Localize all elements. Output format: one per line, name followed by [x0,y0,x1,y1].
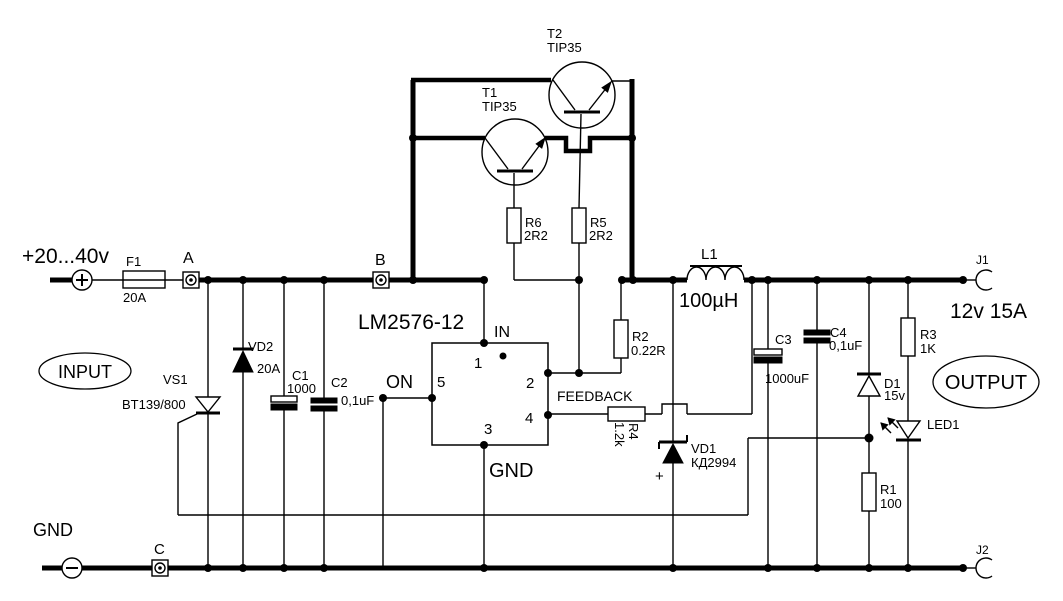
c4-value: 0,1uF [829,338,862,353]
t1-value: TIP35 [482,99,517,114]
j1-ref: J1 [976,253,989,267]
resistor-r3 [900,317,916,357]
connector-j1 [975,269,993,291]
node-a-label: A [183,250,194,267]
capacitor-c1 [270,395,298,411]
r6-ref: R6 [525,215,542,230]
vd1-ref: VD1 [691,441,716,456]
ic-name-label: LM2576-12 [358,311,464,334]
l1-value: 100µH [679,290,738,312]
j2-ref: J2 [976,543,989,557]
gnd-minus-terminal [61,557,83,579]
r2-value: 0.22R [631,343,666,358]
junction-dots [204,134,967,572]
node-b-marker [372,271,390,289]
c4-ref: C4 [830,325,847,340]
input-plus-terminal [71,269,93,291]
t1-emitter-jog [545,135,630,154]
fuse-f1 [122,270,166,289]
capacitor-c3 [753,348,783,364]
vd2-ref: VD2 [248,339,273,354]
c3-ref: C3 [775,332,792,347]
vs1-ref: VS1 [163,372,188,387]
pin5-label: 5 [437,374,445,391]
r6-value: 2R2 [524,228,548,243]
output-rating-label: 12v 15A [950,300,1027,323]
vd2-value: 20A [257,361,280,376]
vs1-value: BT139/800 [122,397,186,412]
l1-ref: L1 [701,246,718,263]
gnd-label: GND [33,520,73,540]
r5-value: 2R2 [589,228,613,243]
f1-ref: F1 [126,254,141,269]
text-labels: +20...40v F1 20A A B C INPUT VS1 BT139/8… [22,26,1027,558]
node-b-label: B [375,252,386,269]
led-ray-icon [887,417,896,426]
pin1-label: 1 [474,355,482,372]
resistor-r5 [571,207,587,244]
c3-value: 1000uF [765,371,809,386]
inductor-l1 [686,265,745,281]
in-pin-label: IN [494,324,510,341]
t2-emitter-arrow-icon [601,80,612,93]
resistor-r1 [861,472,877,512]
pin4-label: 4 [525,410,533,427]
d1-ref: D1 [884,376,901,391]
c2-ref: C2 [331,375,348,390]
r5-ref: R5 [590,215,607,230]
led1 [880,417,922,442]
resistor-r6 [506,207,522,244]
pin3-label: 3 [484,421,492,438]
transistor-t2 [548,61,616,129]
ic-lm2576 [428,339,552,449]
r1-ref: R1 [880,482,897,497]
r4-ref: R4 [626,423,641,440]
diode-d1 [856,372,882,397]
r3-ref: R3 [920,327,937,342]
capacitor-c4 [803,329,831,344]
gnd-pin-label: GND [489,460,533,482]
input-voltage-label: +20...40v [22,245,109,268]
t1-emitter-arrow-icon [535,136,546,149]
c2-value: 0,1uF [341,393,374,408]
vd1-plus-label: + [655,468,664,485]
t2-value: TIP35 [547,40,582,55]
led-ray-icon [880,422,889,431]
r1-value: 100 [880,496,902,511]
r3-value: 1K [920,341,936,356]
thyristor-vs1 [194,396,222,415]
capacitor-c2 [310,397,338,412]
c1-value: 1000 [287,381,316,396]
d1-value: 15v [884,388,905,403]
input-badge-label: INPUT [58,362,112,382]
r2-ref: R2 [632,329,649,344]
node-c-label: C [154,541,165,558]
c1-ref: C1 [292,368,309,383]
transistor-t1 [481,118,549,186]
f1-value: 20A [123,290,146,305]
t1-ref: T1 [482,85,497,100]
node-a-marker [182,271,200,289]
wires [92,80,976,569]
connector-j2 [975,557,993,579]
pin2-label: 2 [526,375,534,392]
feedback-pin-label: FEEDBACK [557,388,633,404]
input-badge-ellipse [38,352,132,390]
on-pin-label: ON [386,372,413,392]
t2-ref: T2 [547,26,562,41]
diode-vd2 [232,347,254,373]
node-c-marker [151,559,169,577]
resistor-r2 [613,319,629,359]
vd1-value: КД2994 [691,455,736,470]
output-badge-label: OUTPUT [945,372,1027,394]
output-badge-ellipse [932,355,1040,409]
r4-value: 1.2k [612,422,627,447]
led1-ref: LED1 [927,417,960,432]
resistor-r4 [607,406,646,422]
diode-vd1 [658,435,688,464]
pin1-indicator-dot [499,352,507,360]
